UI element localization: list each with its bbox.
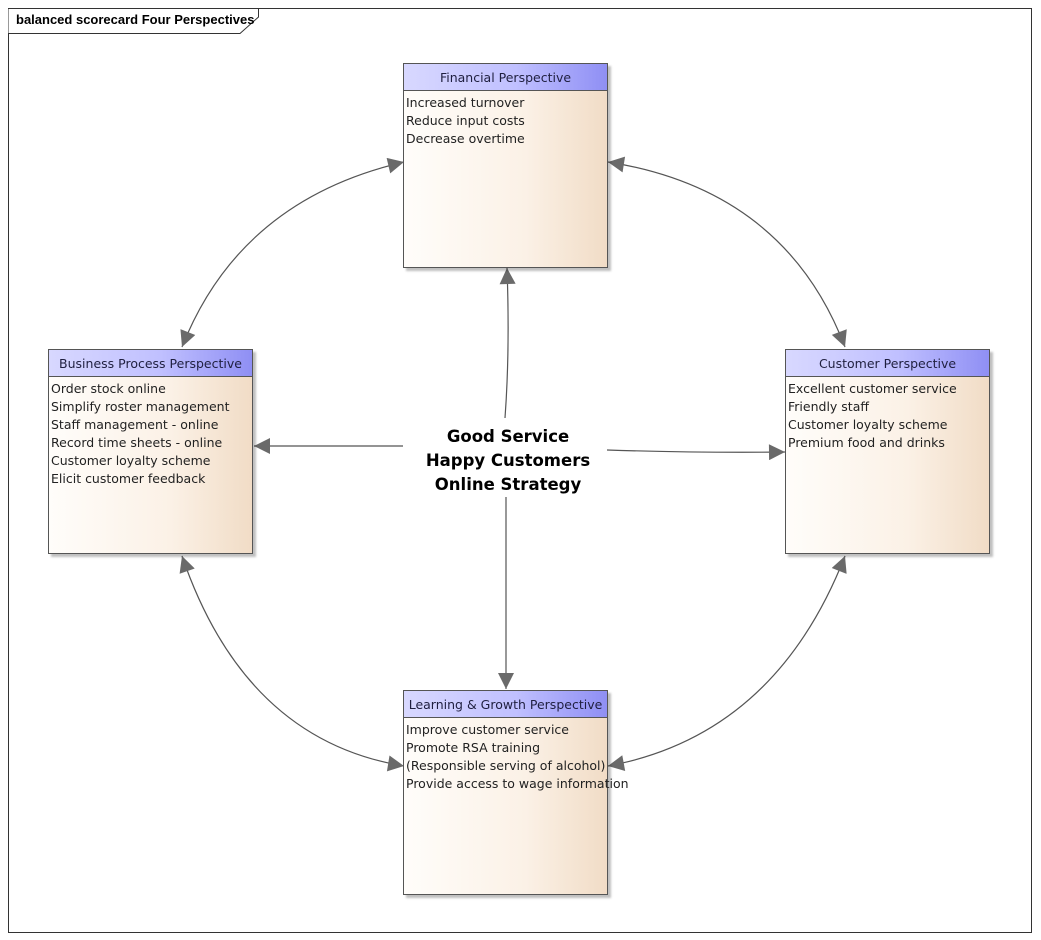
customer-items: Excellent customer service Friendly staf… xyxy=(786,377,989,452)
list-item: Customer loyalty scheme xyxy=(51,453,211,468)
list-item: Record time sheets - online xyxy=(51,435,223,450)
customer-perspective-box[interactable]: Customer Perspective Excellent customer … xyxy=(785,349,990,554)
diagram-frame xyxy=(8,8,1032,933)
list-item: Reduce input costs xyxy=(406,113,525,128)
learning-growth-perspective-box[interactable]: Learning & Growth Perspective Improve cu… xyxy=(403,690,629,895)
connector-center-customer xyxy=(606,444,786,461)
connector-financial-business xyxy=(180,157,405,348)
list-item: Simplify roster management xyxy=(51,399,230,414)
learning-growth-perspective-title: Learning & Growth Perspective xyxy=(404,691,607,718)
list-item: Increased turnover xyxy=(406,95,525,110)
list-item: (Responsible serving of alcohol) xyxy=(406,758,606,773)
business-process-perspective-title: Business Process Perspective xyxy=(49,350,252,377)
list-item: Order stock online xyxy=(51,381,166,396)
connector-business-learning xyxy=(179,555,405,772)
list-item: Provide access to wage information xyxy=(406,776,629,791)
center-line-2: Happy Customers xyxy=(425,451,591,470)
learning-items: Improve customer service Promote RSA tra… xyxy=(404,718,629,793)
list-item: Decrease overtime xyxy=(406,131,525,146)
diagram-title: balanced scorecard Four Perspectives xyxy=(16,12,255,27)
frame-title-tab xyxy=(8,8,259,34)
list-item: Premium food and drinks xyxy=(788,435,945,450)
financial-perspective-box[interactable]: Financial Perspective Increased turnover… xyxy=(403,63,608,268)
list-item: Staff management - online xyxy=(51,417,219,432)
list-item: Promote RSA training xyxy=(406,740,541,755)
customer-perspective-title: Customer Perspective xyxy=(786,350,989,377)
financial-items: Increased turnover Reduce input costs De… xyxy=(404,91,607,148)
center-strategy-text[interactable]: Good Service Happy Customers Online Stra… xyxy=(408,425,608,497)
connector-financial-customer xyxy=(607,156,847,348)
list-item: Improve customer service xyxy=(406,722,569,737)
list-item: Friendly staff xyxy=(788,399,869,414)
business-process-perspective-box[interactable]: Business Process Perspective Order stock… xyxy=(48,349,253,554)
financial-perspective-title: Financial Perspective xyxy=(404,64,607,91)
list-item: Customer loyalty scheme xyxy=(788,417,948,432)
connector-customer-learning xyxy=(607,555,847,771)
center-line-1: Good Service xyxy=(446,427,570,446)
list-item: Excellent customer service xyxy=(788,381,957,396)
center-line-3: Online Strategy xyxy=(434,475,582,494)
list-item: Elicit customer feedback xyxy=(51,471,206,486)
business-items: Order stock online Simplify roster manag… xyxy=(49,377,252,488)
connector-center-financial xyxy=(499,267,516,419)
